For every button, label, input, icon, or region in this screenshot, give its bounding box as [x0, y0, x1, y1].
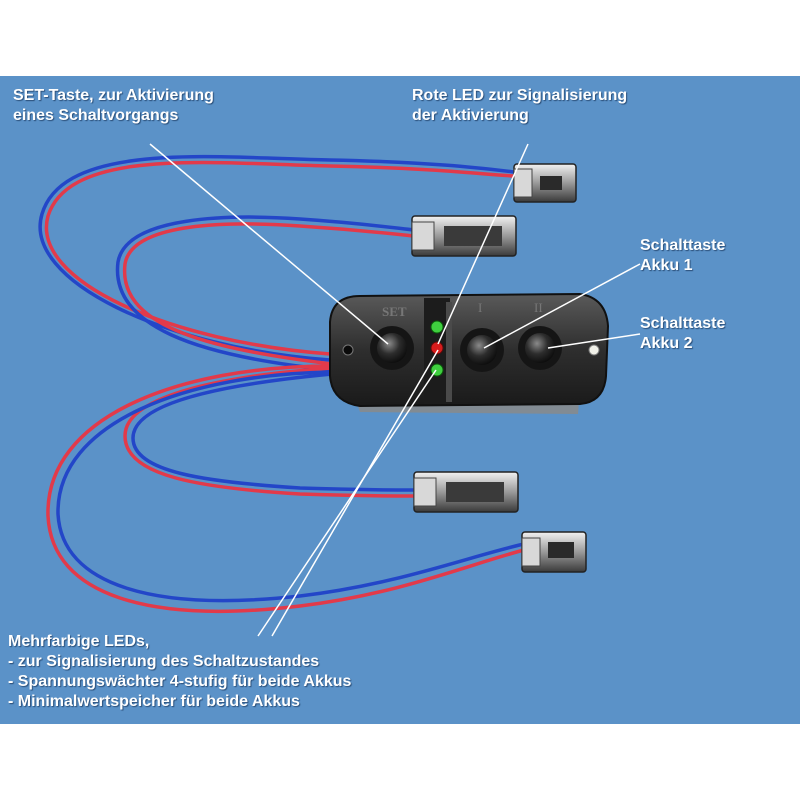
switch-button-1 — [460, 328, 504, 372]
button-2-marking: II — [534, 300, 543, 315]
plug-top-right — [513, 163, 577, 203]
switch-button-2 — [518, 326, 562, 370]
callout-leds-line3: - Spannungswächter 4-stufig für beide Ak… — [8, 673, 352, 690]
cable-bottom-right — [46, 364, 525, 613]
callout-leds-line1: Mehrfarbige LEDs, — [8, 633, 150, 650]
plug-lower — [413, 471, 519, 513]
callout-switch-1-line1: Schalttaste — [640, 237, 726, 254]
set-marking: SET — [382, 304, 407, 319]
callout-lines — [149, 143, 641, 637]
plug-upper — [411, 215, 517, 257]
callout-leds-line2: - zur Signalisierung des Schaltzustandes — [8, 653, 320, 670]
product-illustration: SET I II — [38, 143, 641, 637]
callout-set-key-line2: eines Schaltvorgangs — [13, 107, 179, 124]
cable-top-right — [38, 154, 515, 362]
callout-switch-2-line2: Akku 2 — [640, 335, 693, 352]
callout-switch-2: Schalttaste Akku 2 — [640, 314, 725, 354]
cable-upper-plug — [115, 215, 415, 372]
callout-leds-line4: - Minimalwertspeicher für beide Akkus — [8, 693, 300, 710]
set-button — [370, 326, 414, 370]
image-panel: SET I II SET-Taste, zur Aktivierung eine… — [0, 76, 800, 724]
plug-bottom-right — [521, 531, 587, 573]
callout-switch-1-line2: Akku 1 — [640, 257, 693, 274]
callout-set-key-line1: SET-Taste, zur Aktivierung — [13, 87, 214, 104]
callout-multicolor-leds: Mehrfarbige LEDs, - zur Signalisierung d… — [8, 632, 351, 712]
button-1-marking: I — [478, 300, 482, 315]
callout-set-key: SET-Taste, zur Aktivierung eines Schaltv… — [13, 86, 214, 126]
callout-switch-2-line1: Schalttaste — [640, 315, 726, 332]
led-column — [430, 320, 444, 377]
led-green-top — [430, 320, 444, 334]
callout-red-led-line1: Rote LED zur Signalisierung — [412, 87, 628, 104]
callout-switch-1: Schalttaste Akku 1 — [640, 236, 725, 276]
callout-red-led: Rote LED zur Signalisierung der Aktivier… — [412, 86, 627, 126]
led-red — [430, 341, 444, 355]
callout-red-led-line2: der Aktivierung — [412, 107, 529, 124]
